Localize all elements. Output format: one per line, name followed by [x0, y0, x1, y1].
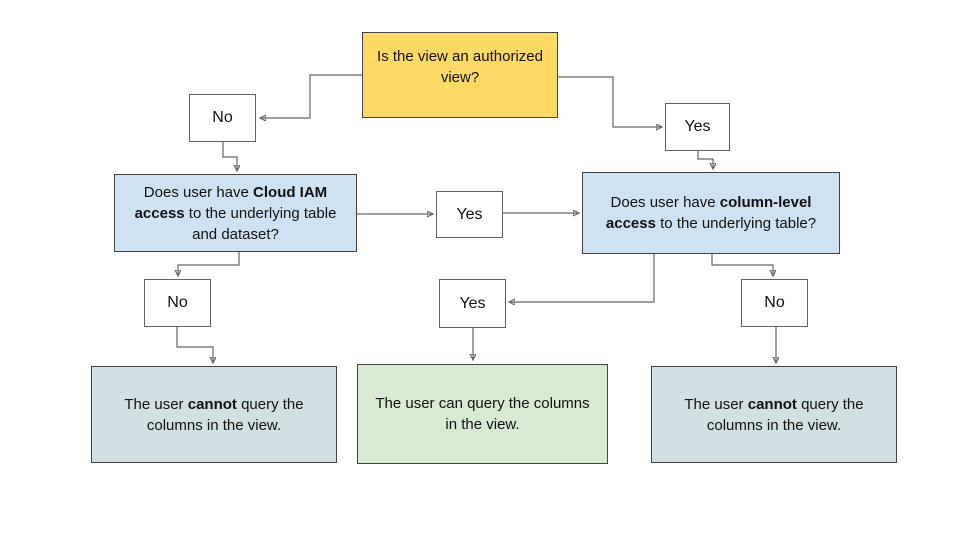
edge-label-text: No [212, 109, 233, 126]
edge-label-no-lower-left: No [144, 279, 211, 327]
node-label: The user cannot query the columns in the… [106, 394, 322, 436]
edge-label-no-lower-right: No [741, 279, 808, 327]
edge-label-yes-mid: Yes [436, 191, 503, 238]
edge-label-no-left: No [189, 94, 256, 142]
node-result-can-query: The user can query the columns in the vi… [357, 364, 608, 464]
text-segment: The user [124, 395, 188, 413]
text-segment-bold: Cloud IAM access [134, 183, 328, 222]
connector-column-to-no-lower-right [711, 254, 773, 276]
node-label: Is the view an authorized view? [377, 48, 543, 86]
edge-label-text: No [167, 294, 188, 311]
edge-label-text: Yes [456, 205, 483, 223]
text-segment: to the underlying table? [655, 215, 817, 232]
connector-column-to-yes-lower [509, 254, 655, 302]
text-segment: to the underlying table and dataset? [184, 204, 337, 243]
connector-root-to-yes [558, 76, 662, 127]
edge-label-yes-lower-center: Yes [439, 279, 506, 328]
text-segment: Does user have [610, 194, 720, 211]
text-segment-bold: column-level access [605, 194, 812, 232]
node-result-cannot-query-right: The user cannot query the columns in the… [651, 366, 897, 463]
node-label: Does user have Cloud IAM access to the u… [123, 182, 348, 245]
edge-label-text: Yes [684, 118, 711, 135]
node-question-cloud-iam-access: Does user have Cloud IAM access to the u… [114, 174, 357, 252]
node-label: Does user have column-level access to th… [591, 192, 831, 234]
node-result-cannot-query-left: The user cannot query the columns in the… [91, 366, 337, 463]
text-segment-bold: cannot [747, 395, 797, 413]
node-label: The user can query the columns in the vi… [375, 395, 590, 433]
text-segment: The user [684, 395, 748, 413]
text-segment: query the columns in the view. [706, 395, 864, 434]
connector-iam-to-no-lower [178, 252, 240, 276]
node-question-column-level-access: Does user have column-level access to th… [582, 172, 840, 254]
node-label: The user cannot query the columns in the… [666, 394, 882, 436]
node-is-authorized-view: Is the view an authorized view? [362, 32, 558, 118]
edge-label-yes-right: Yes [665, 103, 730, 151]
edge-label-text: Yes [459, 294, 486, 312]
text-segment: query the columns in the view. [146, 395, 304, 434]
connector-no-to-iam-question [222, 142, 237, 171]
text-segment: Does user have [143, 183, 254, 201]
edge-label-text: No [764, 294, 785, 311]
text-segment-bold: cannot [187, 395, 237, 413]
connector-yes-to-column-question [697, 151, 713, 169]
connector-no-lower-to-result-left [176, 327, 213, 363]
connector-root-to-no [260, 74, 362, 118]
